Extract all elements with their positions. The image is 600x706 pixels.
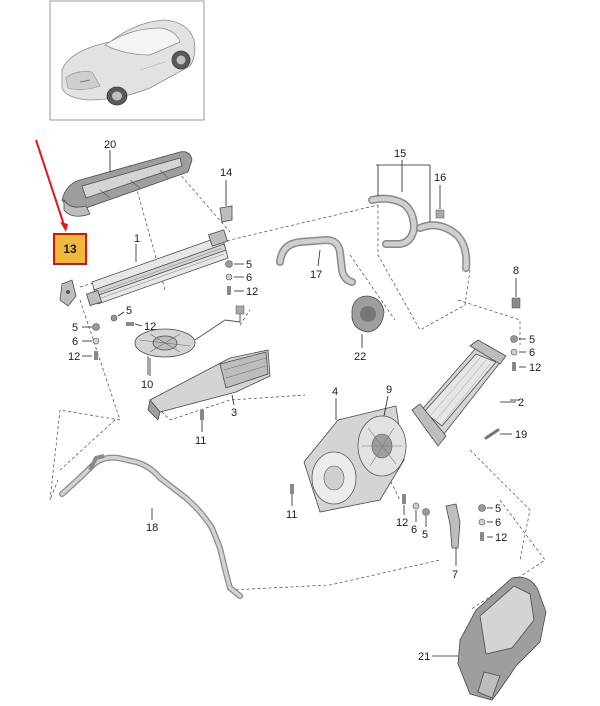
part-9-fan [357,395,407,477]
hardware-stack-a [225,260,244,295]
label-18: 18 [146,522,158,534]
part-10-fan [134,305,245,375]
label-c12: 12 [144,321,156,333]
label-2: 2 [518,397,524,409]
part-17-hose [276,235,356,286]
part-18-pipe [59,454,243,599]
part-number-labels: 20 1 14 15 16 17 8 22 10 3 11 4 9 2 19 1… [68,139,541,663]
label-20: 20 [104,139,116,151]
part-19-plug [484,428,512,440]
pointer-arrow [35,139,65,226]
label-f6: 6 [411,524,417,536]
label-d6: 6 [529,347,535,359]
label-a6: 6 [246,272,252,284]
car-illustration [61,19,196,106]
label-e12: 12 [495,532,507,544]
highlight-marker: 13 [35,139,87,265]
label-1: 1 [134,233,140,245]
label-15: 15 [394,148,406,160]
part-8-sensor [511,278,521,309]
label-e5: 5 [495,503,501,515]
label-b6: 6 [72,336,78,348]
part-15-hose [368,160,471,272]
hardware-stack-f [402,494,430,527]
label-d12: 12 [529,362,541,374]
label-11-right: 11 [286,509,297,521]
part-11-clip-right [290,484,294,506]
label-7: 7 [452,569,458,581]
part-7-bracket [445,503,461,566]
label-b5: 5 [72,322,78,334]
label-9: 9 [386,384,392,396]
part-13-bracket [59,279,77,307]
highlight-label: 13 [63,242,77,256]
part-14-clip [219,180,233,223]
label-21: 21 [418,651,430,663]
pointer-arrow-head [60,222,68,232]
highlight-box [53,233,87,265]
label-22: 22 [354,351,366,363]
part-22-pump [351,295,385,348]
part-11-clip-left [200,410,204,432]
part-1-radiator [85,229,229,307]
part-21-duct [432,576,547,701]
label-f5: 5 [422,529,428,541]
label-11-left: 11 [195,435,206,447]
part-20-air-duct [61,151,193,217]
hardware-stack-c [110,311,143,327]
part-2-radiator [411,339,516,447]
label-16: 16 [434,172,446,184]
label-b12: 12 [68,351,80,363]
label-a12: 12 [246,286,258,298]
label-a5: 5 [246,259,252,271]
leader-lines [109,150,520,401]
label-3: 3 [231,407,237,419]
hardware-stack-b [82,323,100,360]
label-19: 19 [515,429,527,441]
label-14: 14 [220,167,232,179]
label-17: 17 [310,269,322,281]
label-c5: 5 [126,305,132,317]
label-4: 4 [332,386,338,398]
part-16-clip [435,185,445,219]
part-3-shroud [147,349,271,421]
label-f12: 12 [396,517,408,529]
label-e6: 6 [495,517,501,529]
label-8: 8 [513,265,519,277]
vehicle-thumbnail [49,0,205,121]
hardware-stack-e [478,504,493,541]
label-10: 10 [141,379,153,391]
hardware-stack-d [510,335,526,371]
label-d5: 5 [529,334,535,346]
